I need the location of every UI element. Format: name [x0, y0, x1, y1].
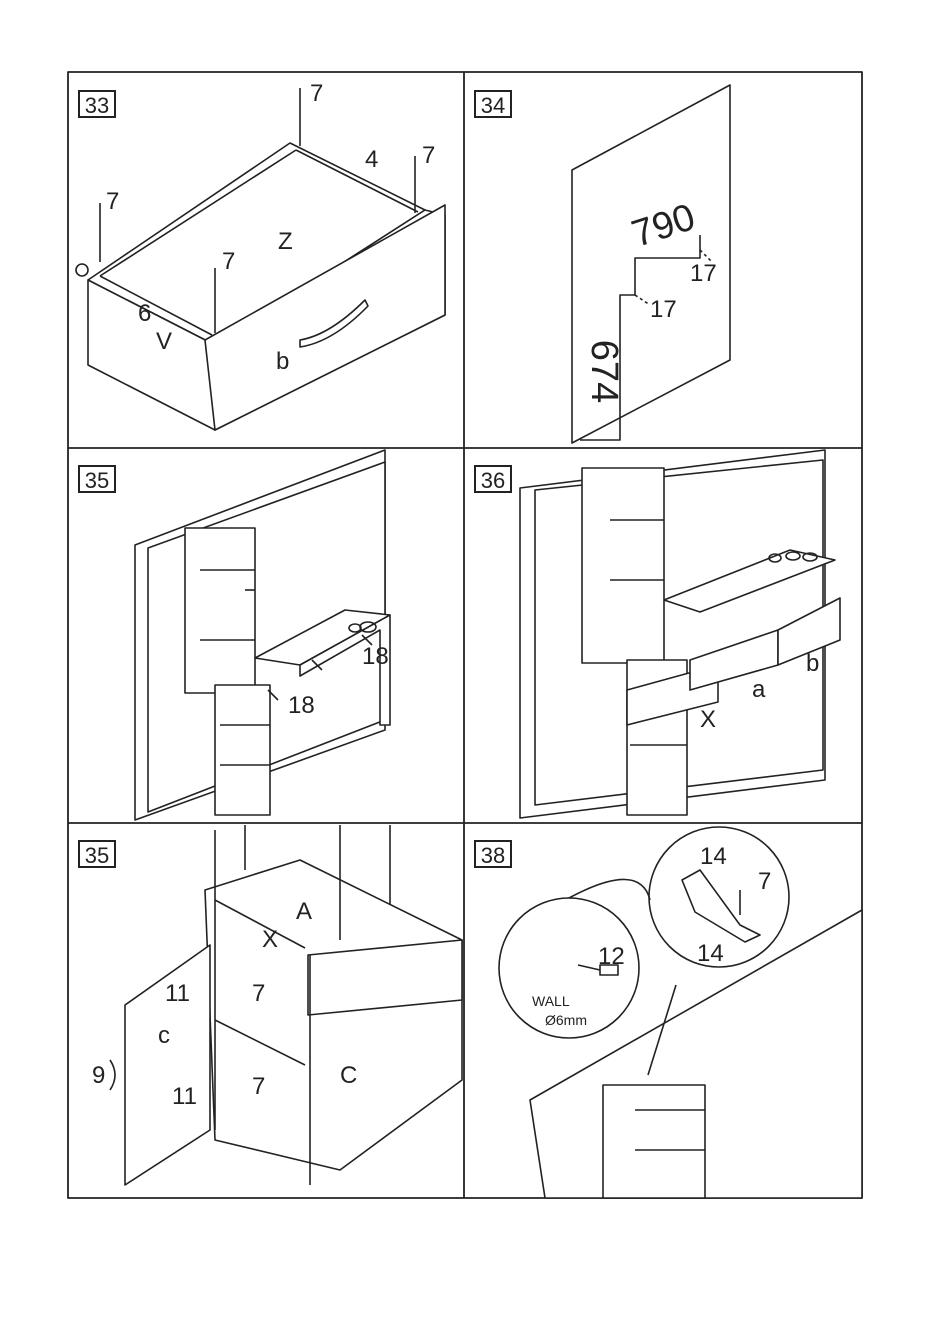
label-part-C: C [340, 1062, 357, 1090]
step-number-36: 36 [474, 465, 512, 493]
cabinet-door-drawing [110, 825, 462, 1185]
label-part-14: 14 [697, 940, 724, 968]
step-number-35: 35 [78, 465, 116, 493]
label-part-17: 17 [650, 296, 677, 324]
label-part-14: 14 [700, 843, 727, 871]
label-part-18: 18 [362, 643, 389, 671]
label-part-11: 11 [172, 1083, 197, 1111]
label-part-b: b [276, 348, 289, 376]
drawer-drawing [76, 88, 445, 430]
step-number-35b: 35 [78, 840, 116, 868]
dimension-height: 674 [582, 340, 625, 403]
label-screw-7: 7 [252, 1073, 265, 1101]
label-part-17: 17 [690, 260, 717, 288]
label-part-z: Z [278, 228, 293, 256]
label-screw-7: 7 [222, 248, 235, 276]
label-part-12: 12 [598, 943, 625, 971]
label-drill-size: Ø6mm [545, 1012, 587, 1028]
desk-assembly-drawing-2 [520, 450, 840, 818]
label-part-4: 4 [365, 146, 378, 174]
label-screw-7: 7 [252, 980, 265, 1008]
step-number-33: 33 [78, 90, 116, 118]
label-part-11: 11 [165, 980, 190, 1008]
step-number-38: 38 [474, 840, 512, 868]
label-part-v: V [156, 328, 172, 356]
label-screw-7: 7 [310, 80, 323, 108]
label-part-c: c [158, 1022, 170, 1050]
label-part-b: b [806, 650, 819, 678]
label-screw-7: 7 [422, 142, 435, 170]
label-screw-7: 7 [758, 868, 771, 896]
label-part-6: 6 [138, 300, 151, 328]
label-part-x: X [700, 706, 716, 734]
label-part-X: X [262, 926, 278, 954]
label-part-18: 18 [288, 692, 315, 720]
label-wall: WALL [532, 993, 570, 1009]
label-screw-7: 7 [106, 188, 119, 216]
step-number-34: 34 [474, 90, 512, 118]
label-part-A: A [296, 898, 312, 926]
desk-assembly-drawing-1 [135, 450, 390, 820]
label-part-a: a [752, 676, 765, 704]
label-part-9: 9 [92, 1062, 105, 1090]
